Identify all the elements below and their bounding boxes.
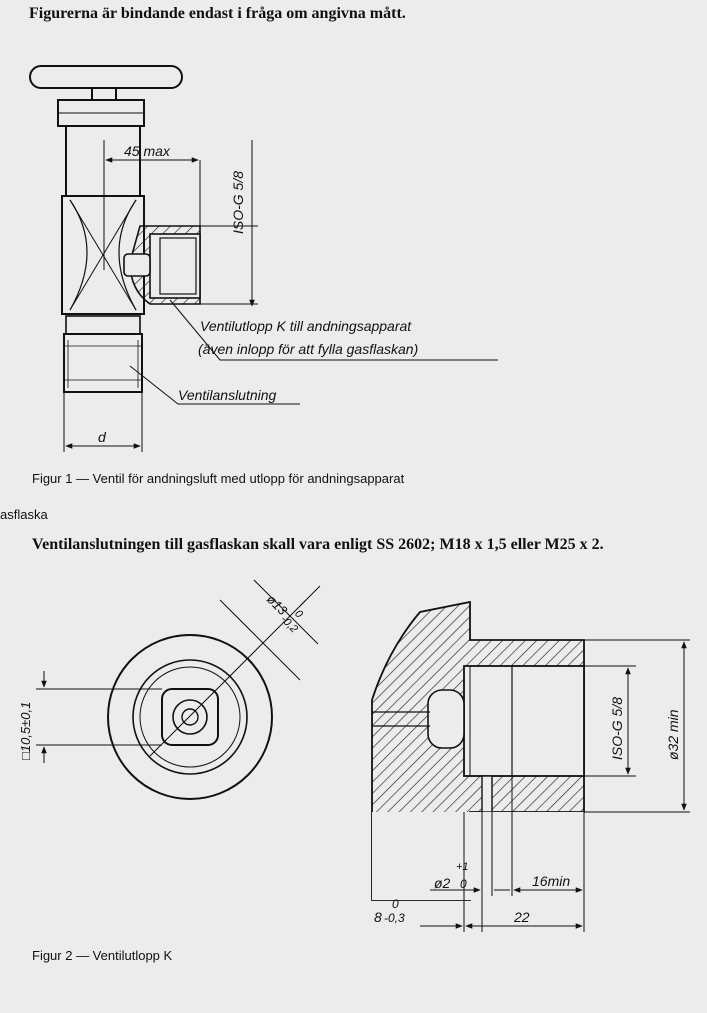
fragment-text: asflaska xyxy=(0,507,48,522)
dim-dia-13-upper: 0 xyxy=(292,608,305,621)
threaded-bore xyxy=(463,665,585,777)
dim-45-max: 45 max xyxy=(124,143,171,159)
figure1-dimensions xyxy=(63,140,498,452)
dim-8-lower: -0,3 xyxy=(384,911,405,925)
dim-d: d xyxy=(98,429,107,445)
square-socket xyxy=(161,688,219,746)
dim-8-upper: 0 xyxy=(392,897,399,911)
figure2-section-dimensions xyxy=(420,639,690,932)
label-outlet-k: Ventilutlopp K till andningsapparat xyxy=(200,318,412,334)
dim-8: 0 8 -0,3 xyxy=(374,897,405,925)
figure2-caption: Figur 2 — Ventilutlopp K xyxy=(32,948,173,963)
dim-dia-2-upper: +1 xyxy=(456,861,469,873)
valve-handle xyxy=(29,65,183,89)
dim-16-min: 16min xyxy=(532,873,570,889)
figure1-valve-drawing xyxy=(29,65,201,393)
dim-22: 22 xyxy=(513,909,530,925)
dim-dia-2: ø2 +1 0 xyxy=(434,861,469,891)
figure1-caption: Figur 1 — Ventil för andningsluft med ut… xyxy=(32,471,405,486)
figure2-section-view xyxy=(371,600,585,901)
valve-connection xyxy=(63,333,143,393)
figure2-front-view xyxy=(36,579,321,800)
dim-thread-fig1: ISO-G 5/8 xyxy=(230,171,246,234)
dim-dia-2-lower: 0 xyxy=(460,877,467,891)
dim-dia-2-main: ø2 xyxy=(434,875,451,891)
page-heading: Figurerna är bindande endast i fråga om … xyxy=(29,5,406,22)
dim-thread-fig2: ISO-G 5/8 xyxy=(609,697,625,760)
dim-8-main: 8 xyxy=(374,909,382,925)
dim-square-10-5: □10,5±0,1 xyxy=(18,702,33,760)
dim-dia-32-min: ø32 min xyxy=(665,709,681,760)
label-valve-connection: Ventilanslutning xyxy=(178,387,277,403)
label-outlet-note: (även inlopp för att fylla gasflaskan) xyxy=(198,341,418,357)
standard-text: Ventilanslutningen till gasflaskan skall… xyxy=(32,536,604,553)
